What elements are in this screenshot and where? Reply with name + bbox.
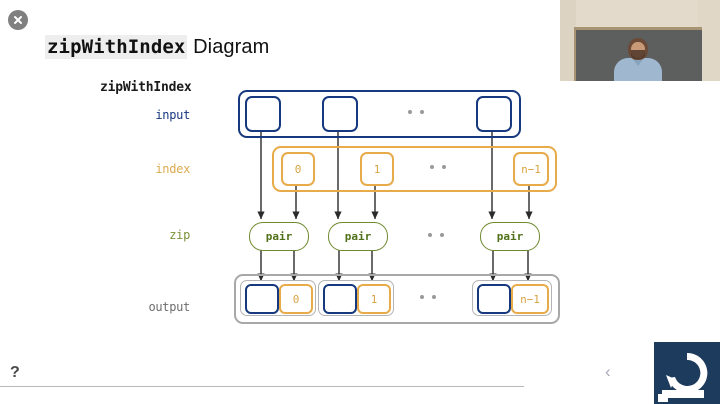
page-title-rest: Diagram xyxy=(187,36,270,58)
output-value-cell-0[interactable] xyxy=(245,284,279,314)
brand-logo-icon xyxy=(654,342,720,404)
page-title: zipWithIndex Diagram xyxy=(45,35,270,59)
row-label-zip: zip xyxy=(169,228,190,242)
output-ellipsis xyxy=(420,295,436,299)
output-index-cell-0[interactable]: 0 xyxy=(279,284,313,314)
webcam-person-beard xyxy=(631,50,645,59)
help-button[interactable]: ? xyxy=(10,364,20,381)
output-index-cell-1[interactable]: 1 xyxy=(357,284,391,314)
zip-pair-node-n[interactable]: pair xyxy=(480,222,540,251)
zip-ellipsis xyxy=(428,233,444,237)
index-cell-0[interactable]: 0 xyxy=(281,152,315,186)
output-value-cell-1[interactable] xyxy=(323,284,357,314)
input-cell-n[interactable] xyxy=(476,96,512,132)
output-value-cell-n[interactable] xyxy=(477,284,511,314)
webcam-wall-top xyxy=(560,0,720,28)
webcam-wall-left xyxy=(560,0,576,84)
index-ellipsis xyxy=(430,165,446,169)
bottom-divider xyxy=(0,386,524,387)
index-sequence-container xyxy=(272,146,557,192)
section-heading: zipWithIndex xyxy=(100,80,192,95)
zip-pair-node-1[interactable]: pair xyxy=(328,222,388,251)
index-cell-n[interactable]: n−1 xyxy=(513,152,549,186)
close-icon[interactable] xyxy=(8,10,28,30)
presenter-webcam[interactable] xyxy=(560,0,720,84)
input-ellipsis xyxy=(408,110,424,114)
row-label-output: output xyxy=(148,300,190,314)
input-cell-0[interactable] xyxy=(245,96,281,132)
zip-pair-node-0[interactable]: pair xyxy=(249,222,309,251)
row-label-input: input xyxy=(155,108,190,122)
output-sequence-container xyxy=(234,274,560,324)
webcam-bottom-edge xyxy=(560,81,720,84)
output-index-cell-n[interactable]: n−1 xyxy=(511,284,549,314)
row-label-index: index xyxy=(155,162,190,176)
webcam-person-collar xyxy=(632,58,644,66)
input-sequence-container xyxy=(238,90,521,138)
input-cell-1[interactable] xyxy=(322,96,358,132)
previous-slide-button[interactable]: ‹ xyxy=(605,362,611,381)
webcam-wall-right xyxy=(698,0,720,84)
index-cell-1[interactable]: 1 xyxy=(360,152,394,186)
page-title-code: zipWithIndex xyxy=(45,35,188,59)
